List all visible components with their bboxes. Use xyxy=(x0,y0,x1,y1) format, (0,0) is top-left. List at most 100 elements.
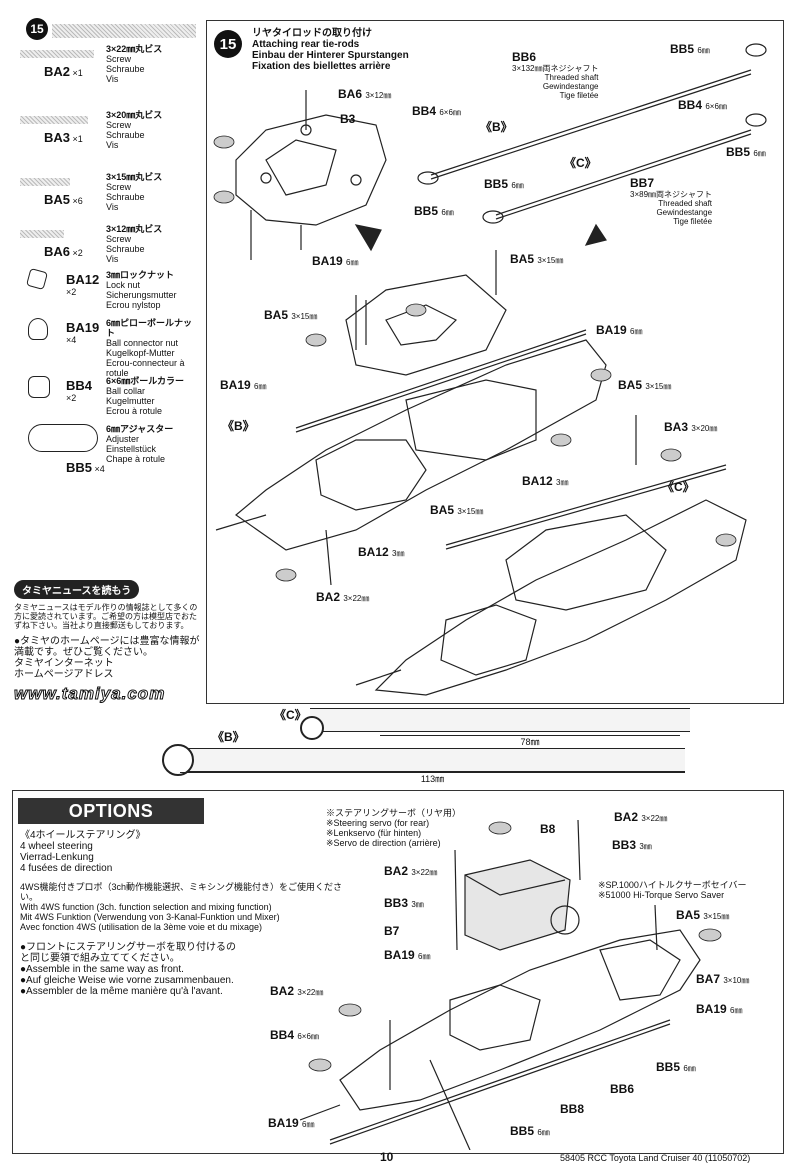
opt-label-bb3-a: BB3 3㎜ xyxy=(612,838,652,852)
opt-ba19-a-code: BA19 xyxy=(384,948,415,962)
opt-ba5-code: BA5 xyxy=(676,908,701,922)
part-desc-de: Kugelkopf-Mutter xyxy=(106,348,175,358)
opt-label-bb4: BB4 6×6㎜ xyxy=(270,1028,319,1042)
part-desc-de: Sicherungsmutter xyxy=(106,290,177,300)
part-code: BA5 ×6 xyxy=(44,192,83,207)
label-ba6: BA6 3×12㎜ xyxy=(338,87,391,101)
part-desc-jp: 6㎜ピローボールナット xyxy=(106,318,193,338)
part-qty: ×6 xyxy=(70,196,83,206)
options-title: OPTIONS xyxy=(18,798,204,824)
label-ba3: BA3 3×20㎜ xyxy=(664,420,717,434)
servo-fr: ※Servo de direction (arrière) xyxy=(326,838,441,848)
opt-ba7-code: BA7 xyxy=(696,972,721,986)
opt-label-ba19-a: BA19 6㎜ xyxy=(384,948,430,962)
opt-label-b7: B7 xyxy=(384,924,399,938)
options-front-jp2: と同じ要領で組み立ててください。 xyxy=(20,953,180,964)
bb6-fr: Tige filetée xyxy=(559,91,599,100)
label-bb5-d: BB5 6㎜ xyxy=(414,204,454,218)
mark-b-rod-text: 《B》 xyxy=(212,730,245,744)
news-head: タミヤニュースを読もう xyxy=(14,580,140,599)
tamiya-url[interactable]: www.tamiya.com xyxy=(14,684,166,704)
label-bb4-b: BB4 6×6㎜ xyxy=(412,104,461,118)
label-ba19-c: BA19 6㎜ xyxy=(220,378,266,392)
label-ba19-top-code: BA19 xyxy=(312,254,343,268)
label-ba19-top-size: 6㎜ xyxy=(346,258,359,267)
opt-bb8-code: BB8 xyxy=(560,1102,585,1116)
opt-label-bb5-b: BB5 6㎜ xyxy=(510,1124,550,1138)
label-ba3-code: BA3 xyxy=(664,420,689,434)
opt-label-bb5-a: BB5 6㎜ xyxy=(656,1060,696,1074)
part-desc-fr: Vis xyxy=(106,202,119,212)
part-code: BB5 ×4 xyxy=(66,460,105,475)
part-desc-en: Screw xyxy=(106,234,132,244)
options-drawing xyxy=(300,820,722,1150)
label-ba5-c-code: BA5 xyxy=(618,378,643,392)
step-title-en: Attaching rear tie-rods xyxy=(252,39,360,50)
part-desc-de: Schraube xyxy=(106,244,145,254)
label-ba6-code: BA6 xyxy=(338,87,363,101)
part-drawing xyxy=(20,224,64,238)
part-drawing xyxy=(28,376,50,398)
label-ba3-size: 3×20㎜ xyxy=(691,424,718,433)
part-desc-fr: Vis xyxy=(106,140,119,150)
news-address: ホームページアドレス xyxy=(14,669,114,680)
options-note-jp: 4WS機能付きプロポ（3ch動作機能選択、ミキシング機能付き）をご使用ください。 xyxy=(20,882,343,902)
part-desc-en: Screw xyxy=(106,54,132,64)
opt-bb5-b-size: 6㎜ xyxy=(537,1128,550,1137)
part-desc-fr: Ecrou-connecteur à rotule xyxy=(106,358,185,378)
options-sub-jp: 《4ホイールステアリング》 xyxy=(20,830,146,841)
servo-de: ※Lenkservo (für hinten) xyxy=(326,828,422,838)
label-ba12-a-size: 3㎜ xyxy=(556,478,569,487)
label-bb5-b-size: 6㎜ xyxy=(753,149,766,158)
part-desc-de: Schraube xyxy=(106,64,145,74)
opt-bb3-a-size: 3㎜ xyxy=(639,842,652,851)
part-code-text: BA2 xyxy=(44,64,71,79)
label-ba5-a-code: BA5 xyxy=(510,252,535,266)
part-desc-jp: 3×20㎜丸ビス xyxy=(106,110,163,120)
part-code-text: BA3 xyxy=(44,130,71,145)
label-ba2: BA2 3×22㎜ xyxy=(316,590,369,604)
label-ba5-c-size: 3×15㎜ xyxy=(645,382,672,391)
part-code-text: BA19 xyxy=(66,320,100,335)
opt-bb3-b-size: 3㎜ xyxy=(411,900,424,909)
part-desc-en: Lock nut xyxy=(106,280,141,290)
part-desc-jp: 6×6㎜ボールカラー xyxy=(106,376,184,386)
mark-b-assy-text: 《B》 xyxy=(222,419,255,433)
opt-label-ba2-b: BA2 3×22㎜ xyxy=(384,864,437,878)
part-drawing xyxy=(25,267,49,291)
label-ba5-b: BA5 3×15㎜ xyxy=(264,308,317,322)
mark-c-assy: 《C》 xyxy=(662,478,695,495)
label-ba12-b: BA12 3㎜ xyxy=(358,545,404,559)
label-ba19-c-code: BA19 xyxy=(220,378,251,392)
opt-bb3-a-code: BB3 xyxy=(612,838,637,852)
rod-b-length-text: 113㎜ xyxy=(420,774,445,784)
part-desc-de: Schraube xyxy=(106,192,145,202)
part-desc-fr: Vis xyxy=(106,254,119,264)
rod-b xyxy=(180,748,685,772)
step-number-main: 15 xyxy=(219,35,237,53)
part-desc-en: Screw xyxy=(106,120,132,130)
options-text: 《4ホイールステアリング》 4 wheel steering Vierrad-L… xyxy=(20,830,350,997)
options-sub-en: 4 wheel steering xyxy=(20,841,93,852)
label-bb4-a-code: BB4 xyxy=(678,98,703,112)
label-bb5-a-size: 6㎜ xyxy=(697,46,710,55)
part-desc-de: Kugelmutter xyxy=(106,396,155,406)
label-bb4-a-size: 6×6㎜ xyxy=(705,102,727,111)
label-bb5-a: BB5 6㎜ xyxy=(670,42,710,56)
part-code: BA12 ×2 xyxy=(66,272,99,297)
options-note-de: Mit 4WS Funktion (Verwendung von 3-Kanal… xyxy=(20,912,280,922)
part-desc-en: Ball connector nut xyxy=(106,338,179,348)
opt-ba19-c-code: BA19 xyxy=(268,1116,299,1130)
part-desc-fr: Ecrou nylstop xyxy=(106,300,161,310)
bb7-de: Gewindestange xyxy=(656,208,713,217)
label-bb5-b: BB5 6㎜ xyxy=(726,145,766,159)
label-bb5-c: BB5 6㎜ xyxy=(484,177,524,191)
label-ba5-a-size: 3×15㎜ xyxy=(537,256,564,265)
label-ba5-d: BA5 3×15㎜ xyxy=(430,503,483,517)
opt-label-b8: B8 xyxy=(540,822,555,836)
opt-label-ba2-a: BA2 3×22㎜ xyxy=(614,810,667,824)
opt-bb3-b-code: BB3 xyxy=(384,896,409,910)
